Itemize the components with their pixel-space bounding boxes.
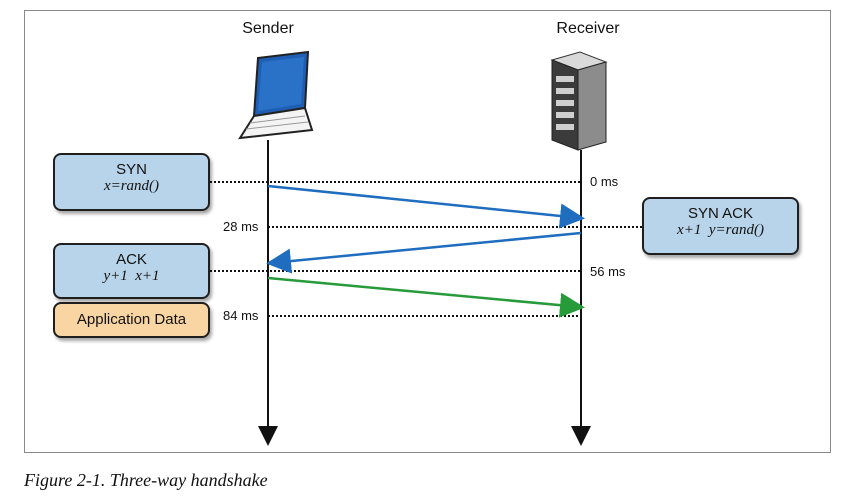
timing-label-0ms: 0 ms	[590, 174, 619, 189]
syn-title: SYN	[116, 161, 147, 178]
timing-label-84ms: 84 ms	[223, 308, 259, 323]
syn-arrow	[267, 184, 585, 229]
ack-arrow	[267, 276, 585, 318]
syn-ack-title: SYN ACK	[687, 205, 754, 222]
application-data-label: Application Data	[76, 311, 187, 328]
ack-box: ACK y+1 x+1	[53, 243, 210, 299]
syn-ack-detail: x+1 y=rand()	[677, 222, 764, 238]
syn-ack-box: SYN ACK x+1 y=rand()	[642, 197, 799, 255]
syn-detail: x=rand()	[103, 178, 160, 194]
laptop-icon	[238, 50, 314, 140]
application-data-box: Application Data	[53, 302, 210, 338]
sender-title: Sender	[242, 20, 294, 37]
syn-box: SYN x=rand()	[53, 153, 210, 211]
timing-label-28ms: 28 ms	[223, 219, 259, 234]
figure-caption: Figure 2-1. Three-way handshake	[24, 470, 268, 490]
server-icon	[550, 51, 608, 151]
ack-detail: y+1 x+1	[103, 268, 160, 284]
receiver-title: Receiver	[556, 20, 620, 37]
timing-label-56ms: 56 ms	[590, 264, 626, 279]
ack-title: ACK	[116, 251, 147, 268]
syn-ack-arrow	[266, 231, 582, 274]
